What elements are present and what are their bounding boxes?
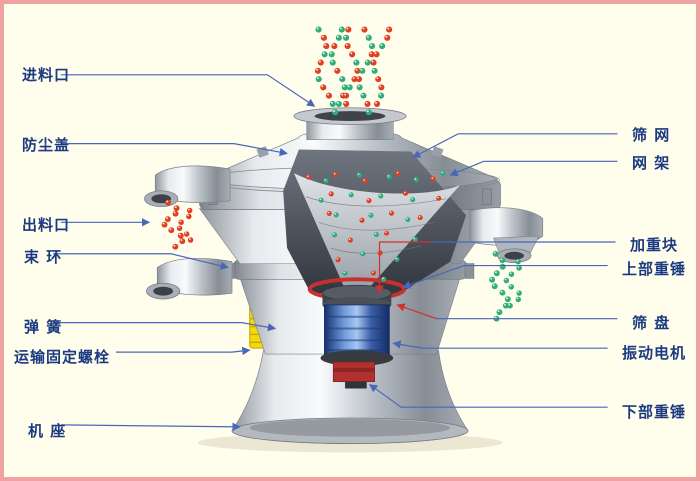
leader-sieve-tray-red xyxy=(396,303,437,320)
discharge-spout-lower-left xyxy=(146,258,233,300)
machine-illustration xyxy=(53,26,618,453)
discharge-spout-right xyxy=(469,207,544,263)
motor-assembly xyxy=(320,284,394,389)
label-clamp-ring: 束 环 xyxy=(24,248,63,266)
leader-mesh-frame xyxy=(449,160,618,177)
leader-weight-block-red xyxy=(375,241,431,294)
label-mesh-frame: 网 架 xyxy=(632,154,671,172)
leader-machine-base xyxy=(60,422,241,431)
interior-particles xyxy=(305,170,446,282)
leader-spring xyxy=(53,322,277,332)
label-lower-weight: 下部重锤 xyxy=(622,403,687,421)
leader-lines xyxy=(53,74,618,431)
leader-feed-inlet xyxy=(60,74,316,107)
label-feed-inlet: 进料口 xyxy=(22,66,71,84)
leader-screen-mesh xyxy=(412,133,618,158)
label-machine-base: 机 座 xyxy=(28,422,67,440)
label-discharge-outlet: 出料口 xyxy=(22,216,71,234)
leader-transport-bolt xyxy=(115,346,251,356)
discharge-spout-upper-left xyxy=(144,165,231,207)
label-screen-mesh: 筛 网 xyxy=(632,126,671,144)
feed-inlet-pipe xyxy=(293,107,407,140)
falling-particles xyxy=(161,26,522,322)
label-sieve-tray: 筛 盘 xyxy=(632,314,671,332)
label-vibration-motor: 振动电机 xyxy=(622,344,687,362)
leader-vibration-motor xyxy=(392,340,608,349)
label-transport-bolt: 运输固定螺栓 xyxy=(14,348,111,366)
leader-upper-weight xyxy=(402,264,608,289)
label-dust-cover: 防尘盖 xyxy=(22,136,71,154)
interior-cutaway xyxy=(283,149,467,301)
label-weight-block: 加重块 xyxy=(630,236,679,254)
label-spring: 弹 簧 xyxy=(24,318,63,336)
leader-dust-cover xyxy=(60,143,288,157)
leader-clamp-ring xyxy=(53,253,229,270)
leader-lower-weight xyxy=(368,384,608,408)
label-upper-weight: 上部重锤 xyxy=(622,260,687,278)
machine-base xyxy=(231,349,469,444)
